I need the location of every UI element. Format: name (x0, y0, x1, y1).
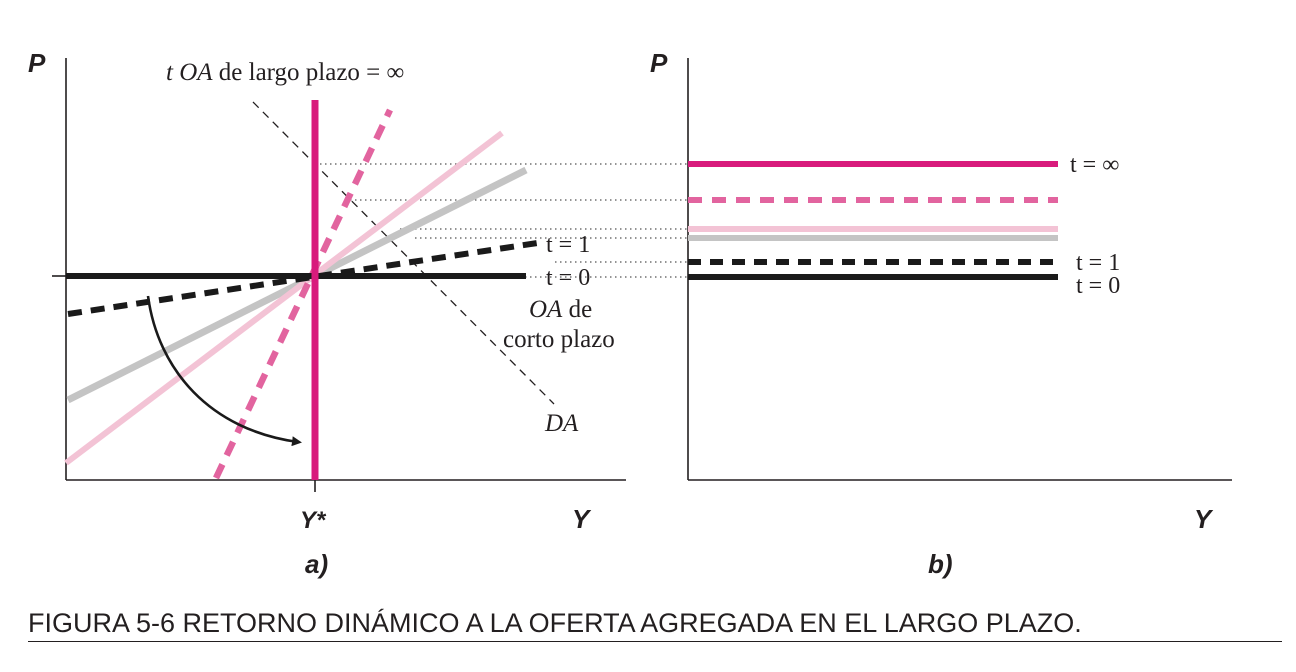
t0-label-b: t = 0 (1076, 273, 1120, 299)
sras-t1-curve (67, 239, 545, 317)
panel-a: P Y Y* t OA de largo plazo = ∞ t = 1 t =… (28, 48, 690, 579)
t1-label-b: t = 1 (1076, 250, 1120, 276)
panel-a-caption-label: a) (305, 549, 328, 579)
panel-b-y-label: Y (1194, 504, 1214, 534)
sras-label-line1: OA de (529, 296, 592, 323)
panel-a-guides (315, 163, 690, 278)
ad-curve (252, 101, 555, 405)
sras-label-line2: corto plazo (503, 326, 615, 353)
sras-label-italic: OA (529, 296, 563, 323)
figure-canvas: P Y Y* t OA de largo plazo = ∞ t = 1 t =… (28, 48, 1232, 579)
t-inf-label-b: t = ∞ (1070, 152, 1119, 178)
panel-a-p-label: P (28, 48, 46, 78)
sras-light-pink-curve (64, 130, 504, 466)
lras-label: t OA de largo plazo = ∞ (166, 59, 404, 86)
panel-b-p-label: P (650, 48, 668, 78)
t1-label-a: t = 1 (546, 232, 590, 258)
ystar-label: Y* (300, 507, 327, 534)
panel-b-caption-label: b) (928, 549, 953, 579)
lras-label-italic: t OA (166, 59, 213, 86)
sras-label-rest: de (562, 296, 592, 323)
figure-caption: FIGURA 5-6 RETORNO DINÁMICO A LA OFERTA … (28, 608, 1282, 642)
sras-pink-dashed-curve (213, 108, 393, 480)
t0-label-a: t = 0 (546, 265, 590, 291)
ad-label: DA (544, 410, 579, 437)
panel-a-y-label: Y (572, 504, 592, 534)
lras-label-rest: de largo plazo = ∞ (213, 59, 405, 86)
adjustment-arrow (146, 295, 302, 447)
panel-b: P Y t = ∞ t = 1 t = 0 b) (650, 48, 1232, 579)
